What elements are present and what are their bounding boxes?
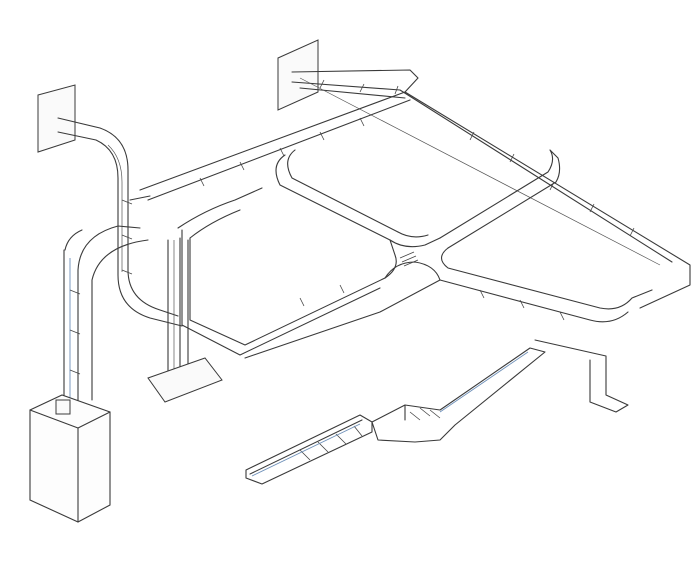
upper-loop — [139, 91, 411, 356]
floor-support-column — [167, 237, 189, 389]
wall-plate-top — [277, 39, 319, 111]
reducer-section — [371, 347, 546, 443]
floor-base-plate — [147, 357, 223, 403]
tray-rungs — [69, 79, 635, 375]
wall-plate-left — [37, 84, 76, 153]
vertical-riser-bend — [57, 117, 183, 327]
cross-junction — [384, 231, 441, 281]
lower-branch-tray — [245, 414, 373, 485]
main-tray-diagonal — [291, 69, 691, 309]
vertical-drop-to-cabinet — [63, 195, 151, 411]
electrical-cabinet — [29, 394, 111, 523]
right-loop — [244, 149, 653, 413]
